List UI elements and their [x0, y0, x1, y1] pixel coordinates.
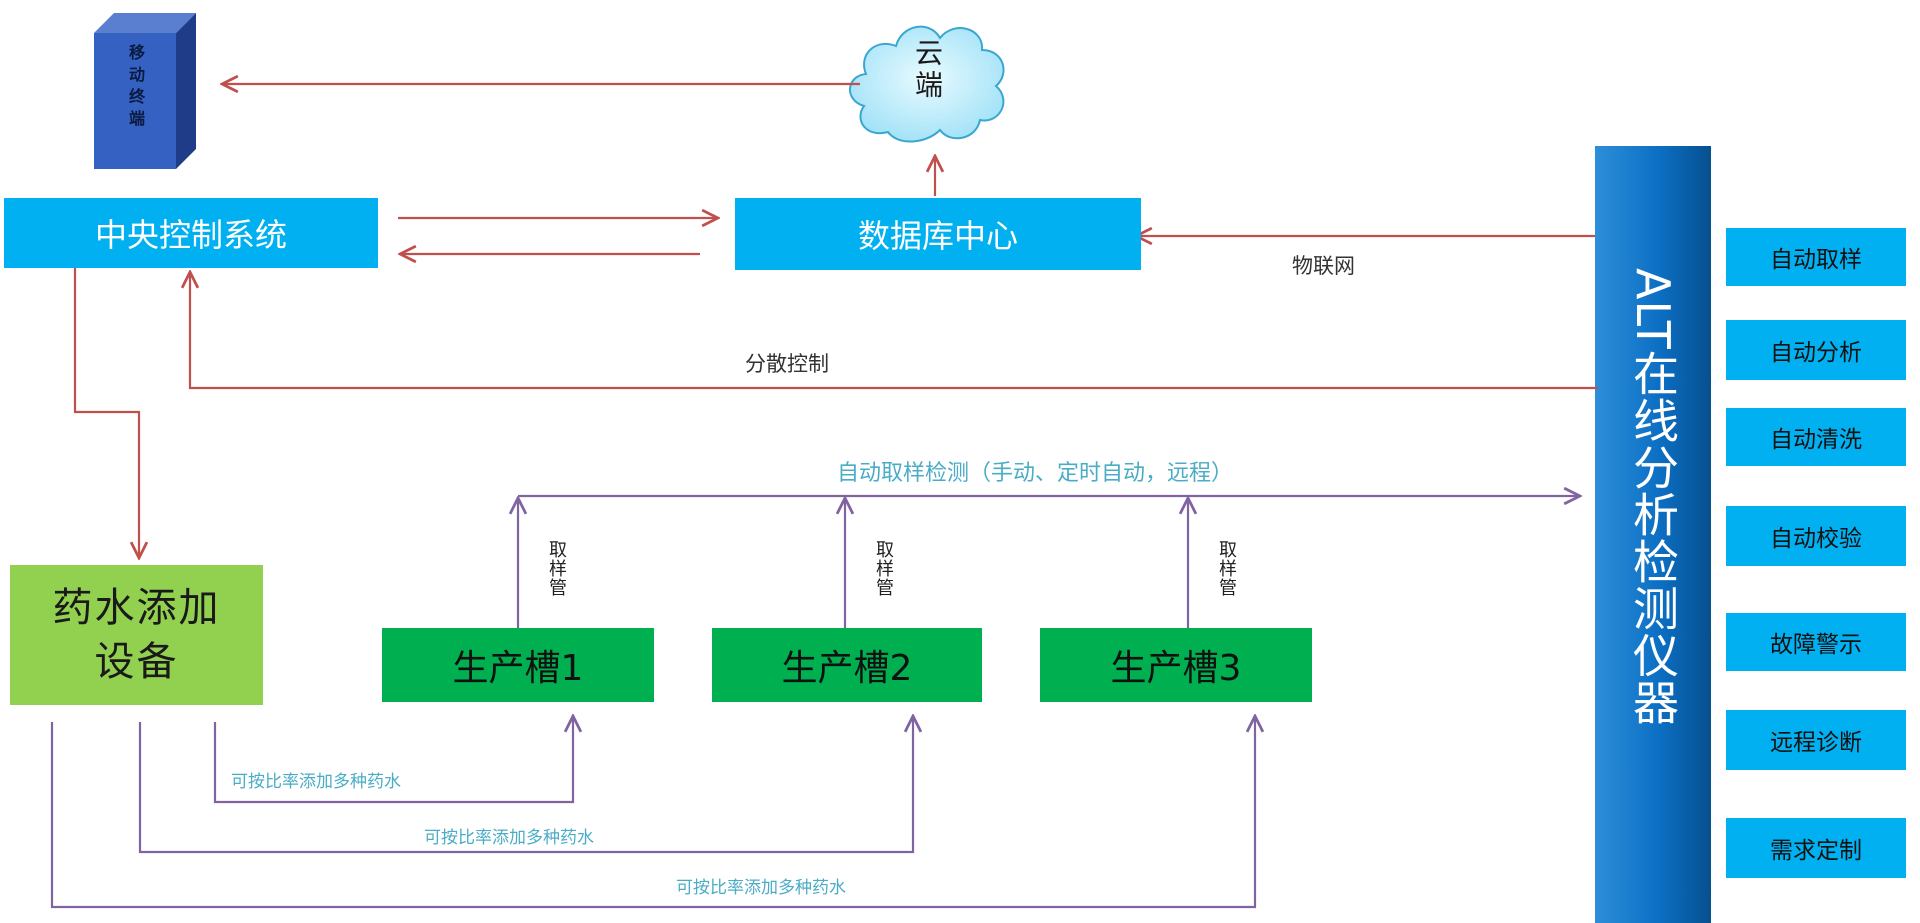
database-center: 数据库中心	[735, 198, 1141, 270]
production-tank-3: 生产槽3	[1040, 628, 1312, 702]
cloud-label: 云端	[911, 38, 944, 102]
central-to-dosing-arrow	[73, 268, 139, 558]
tank2-sampling-tube-label: 取样管	[873, 540, 894, 597]
central-control-system: 中央控制系统	[4, 198, 378, 268]
production-tank-1: 生产槽1	[382, 628, 654, 702]
ratio-dosing-label-3: 可按比率添加多种药水	[676, 878, 846, 898]
distributed-control-arrow	[190, 272, 1598, 390]
feature-custom-requirements: 需求定制	[1726, 818, 1906, 878]
feature-fault-alarm: 故障警示	[1726, 613, 1906, 671]
auto-sampling-label: 自动取样检测（手动、定时自动，远程）	[837, 461, 1234, 486]
dosing-to-tank1-arrow	[213, 716, 573, 804]
feature-auto-calibration: 自动校验	[1726, 506, 1906, 566]
production-tank-2: 生产槽2	[712, 628, 982, 702]
feature-auto-analysis: 自动分析	[1726, 320, 1906, 380]
tank3-sampling-tube-label: 取样管	[1216, 540, 1237, 597]
analyzer-label: ALT在线分析检测仪器	[1626, 268, 1680, 726]
ratio-dosing-label-2: 可按比率添加多种药水	[424, 828, 594, 848]
distributed-control-label: 分散控制	[745, 352, 829, 376]
mobile-terminal-label: 移动终端	[126, 44, 145, 132]
cloud-shape	[849, 25, 1005, 143]
mobile-terminal-block	[94, 13, 196, 169]
ratio-dosing-label-1: 可按比率添加多种药水	[231, 772, 401, 792]
feature-remote-diagnosis: 远程诊断	[1726, 710, 1906, 770]
feature-auto-cleaning: 自动清洗	[1726, 408, 1906, 466]
analyzer-bar-shape	[1595, 146, 1711, 923]
dosing-to-tank2-arrow	[138, 716, 913, 854]
feature-auto-sampling: 自动取样	[1726, 228, 1906, 286]
chemical-dosing-device: 药水添加设备	[10, 565, 263, 705]
dosing-to-tank3-arrow	[50, 716, 1255, 909]
iot-label: 物联网	[1292, 254, 1355, 278]
tank1-sampling-tube-label: 取样管	[546, 540, 567, 597]
